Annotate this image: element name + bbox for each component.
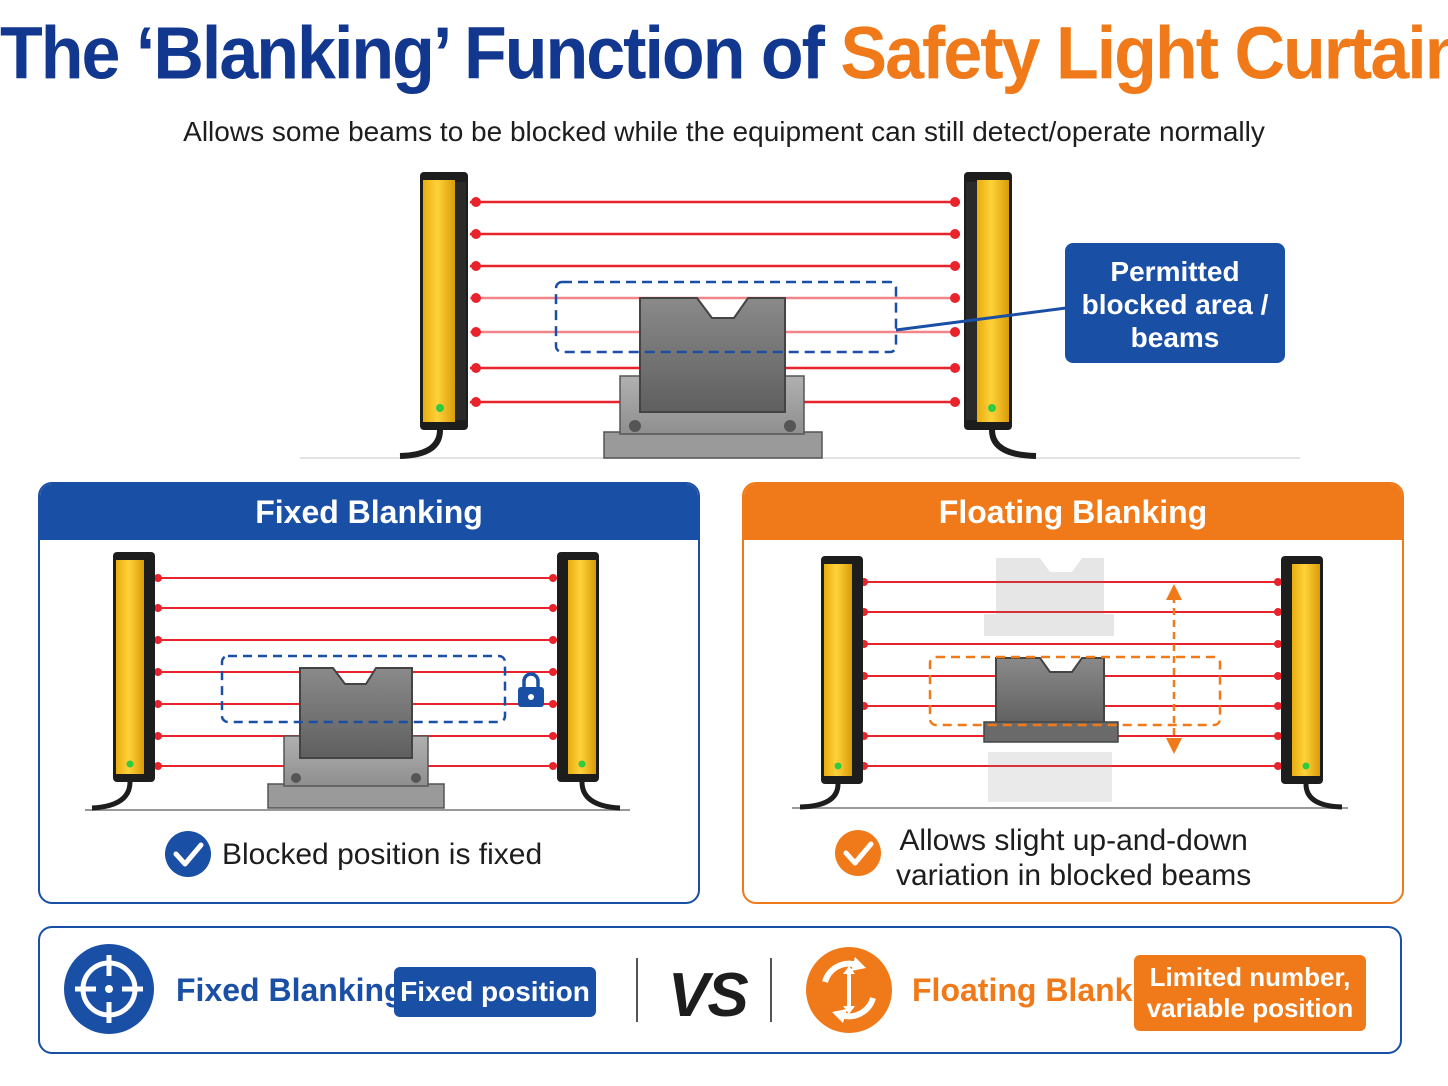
floating-note-line-2: variation in blocked beams [896,859,1252,892]
floating-value-line-2: variable position [1146,993,1354,1023]
compare-fixed-label: Fixed Blanking: [176,972,415,1008]
compare-floating-value: Limited number, variable position [1134,955,1366,1031]
rotating-arrows-icon [806,947,892,1033]
hero-blocking-object [603,297,823,459]
permitted-area-callout: Permitted blocked area / beams [1065,243,1285,363]
floating-blanking-title: Floating Blanking [744,484,1402,540]
title-part-orange: Safety Light Curtains [840,11,1448,95]
vs-label: VS [668,961,749,1030]
hero-emitter-left [399,172,468,459]
floating-blanking-note: Allows slight up-and-down variation in b… [896,823,1251,893]
indicator-led [436,404,444,412]
floating-value-line-1: Limited number, [1149,962,1351,992]
fixed-blanking-title: Fixed Blanking [40,484,698,540]
page-title: The ‘Blanking’ Function of Safety Light … [0,16,1448,90]
callout-line-1: Permitted [1110,256,1240,287]
page-subtitle: Allows some beams to be blocked while th… [183,116,1265,147]
callout-line-3: beams [1130,322,1220,353]
indicator-led [988,404,996,412]
divider-left [636,958,638,1022]
hero-light-curtain [300,172,1300,459]
fixed-blanking-note: Blocked position is fixed [222,838,543,871]
permitted-zone-outline [554,280,898,354]
compare-fixed-value: Fixed position [394,967,596,1017]
hero-receiver-right [964,172,1037,459]
title-part-blue: The ‘Blanking’ Function of [0,11,841,95]
crosshair-target-icon [64,944,154,1034]
floating-note-line-1: Allows slight up-and-down [899,824,1248,857]
divider-right [770,958,772,1022]
callout-leader-line [895,306,1067,332]
callout-line-2: blocked area / [1081,289,1269,320]
